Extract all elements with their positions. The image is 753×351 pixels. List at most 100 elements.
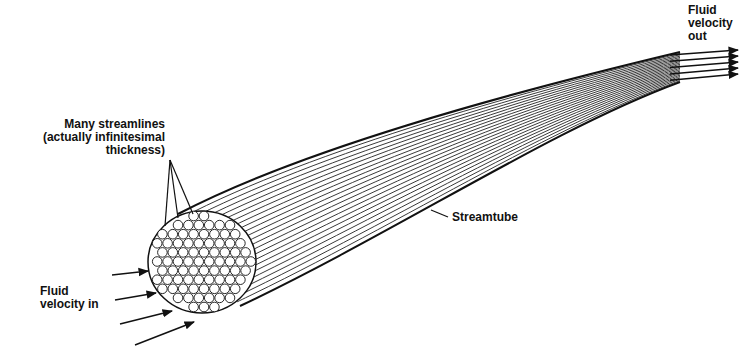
streamline-section	[241, 266, 251, 276]
streamline-section	[225, 275, 235, 285]
streamline-section	[178, 266, 188, 276]
streamline-section	[236, 275, 246, 285]
tube-bottom-edge	[240, 82, 680, 306]
streamline-section	[184, 275, 194, 285]
streamline-section	[215, 220, 225, 230]
streamline-section	[152, 275, 162, 285]
inflow-arrows	[112, 271, 194, 345]
streamline-section	[199, 229, 209, 239]
streamline-section	[184, 257, 194, 267]
streamline-section	[152, 239, 162, 249]
streamline-section	[225, 239, 235, 249]
streamline-section	[199, 248, 209, 258]
streamline-section	[184, 239, 194, 249]
streamline-section	[158, 248, 168, 258]
streamline-section	[236, 239, 246, 249]
streamline-section	[168, 248, 178, 258]
streamline-section	[163, 239, 173, 249]
streamline-section	[215, 275, 225, 285]
streamline-section	[163, 257, 173, 267]
streamline	[198, 62, 680, 244]
streamline-section	[184, 293, 194, 303]
streamline	[203, 64, 680, 251]
streamline-section	[199, 284, 209, 294]
streamline-section	[210, 284, 220, 294]
streamline-section	[210, 302, 220, 312]
streamline-section	[163, 275, 173, 285]
streamline	[212, 68, 680, 264]
streamline-section	[168, 229, 178, 239]
streamline-section	[152, 257, 162, 267]
outflow-arrow	[670, 56, 738, 61]
streamline-section	[194, 239, 204, 249]
streamline-section	[178, 284, 188, 294]
streamline-section	[189, 284, 199, 294]
streamline-section	[158, 284, 168, 294]
streamline-section	[173, 239, 183, 249]
streamline-section	[220, 229, 230, 239]
streamline	[201, 63, 680, 248]
streamtube-label: Streamtube	[452, 211, 562, 224]
streamline-section	[220, 266, 230, 276]
streamline-section	[225, 257, 235, 267]
outflow-label: Fluid velocity out	[688, 4, 750, 43]
streamline-section	[246, 257, 256, 267]
streamline-section	[194, 220, 204, 230]
tube-section	[148, 211, 256, 313]
inflow-label: Fluid velocity in	[40, 285, 110, 311]
outflow-arrow	[670, 50, 738, 55]
streamline-section	[158, 229, 168, 239]
streamline-section	[230, 248, 240, 258]
streamline-section	[215, 239, 225, 249]
streamline-section	[204, 220, 214, 230]
streamline-section	[225, 293, 235, 303]
streamline-section	[204, 293, 214, 303]
streamline-section	[204, 239, 214, 249]
streamline	[234, 79, 680, 297]
streamline-section	[173, 257, 183, 267]
streamline-section	[204, 257, 214, 267]
streamline-section	[241, 248, 251, 258]
streamline-section	[173, 275, 183, 285]
streamline-section	[173, 293, 183, 303]
streamline-section	[158, 266, 168, 276]
outflow-arrow	[670, 68, 738, 74]
streamline-section	[189, 302, 199, 312]
streamline-section	[210, 248, 220, 258]
streamline-section	[189, 211, 199, 221]
tube-top-edge	[178, 52, 680, 214]
streamline-section	[199, 266, 209, 276]
streamline-section	[194, 257, 204, 267]
streamline-section	[184, 220, 194, 230]
streamlines-label: Many streamlines (actually infinitesimal…	[30, 118, 165, 157]
streamline-section	[225, 220, 235, 230]
streamline-section	[215, 293, 225, 303]
streamline-section	[178, 248, 188, 258]
leader-lines	[165, 160, 448, 226]
streamline-section	[204, 275, 214, 285]
streamline-section	[220, 248, 230, 258]
streamline-section	[230, 284, 240, 294]
outflow-arrows	[670, 50, 738, 80]
outflow-arrow	[670, 74, 738, 80]
streamline-section	[173, 220, 183, 230]
streamline-sections	[148, 211, 256, 313]
streamline-section	[168, 266, 178, 276]
streamline-section	[220, 284, 230, 294]
streamline-section	[230, 266, 240, 276]
streamline	[195, 60, 680, 239]
streamline-section	[210, 229, 220, 239]
streamline-section	[194, 293, 204, 303]
streamline-section	[189, 248, 199, 258]
streamline-section	[210, 266, 220, 276]
streamline-section	[215, 257, 225, 267]
streamline-section	[236, 257, 246, 267]
streamline-section	[178, 229, 188, 239]
streamline	[217, 71, 680, 272]
streamline-section	[230, 229, 240, 239]
streamline	[215, 70, 680, 269]
streamline-section	[199, 302, 209, 312]
outflow-arrow	[670, 62, 738, 68]
